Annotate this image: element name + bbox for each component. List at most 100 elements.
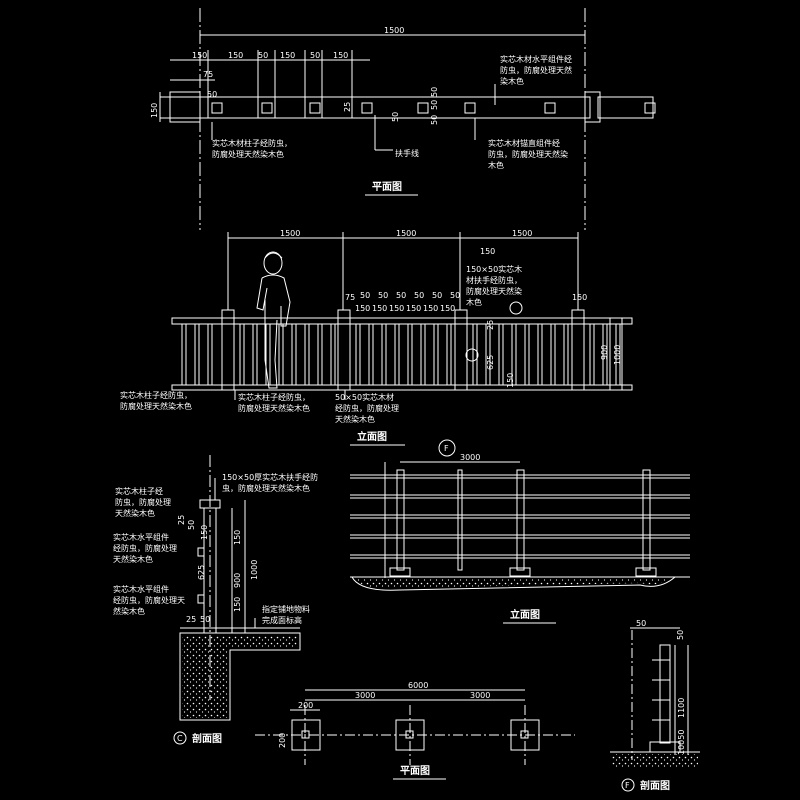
dim-50b: 50 [200,615,210,624]
section-view-f: 50 50 1100 10050 F 剖面图 [610,619,700,792]
gap-dim: 150 [355,304,370,313]
plan-view-top: 1500 150 150 50 150 50 150 75 50 [150,8,656,230]
gap-dim: 150 [440,304,455,313]
dim-50a: 50 [636,619,646,628]
picket [472,323,478,386]
post [396,469,405,571]
picket [485,323,491,386]
note-handrail: 150×50厚实芯木扶手经防虫，防腐处理天然染木色 [222,472,318,493]
picket-square [464,102,476,114]
slat-dim: 50 [450,291,460,300]
post-section [659,644,671,744]
dim-25a: 25 [177,515,186,525]
marker-f-letter: F [444,444,449,453]
dim-150a: 150 [233,530,242,545]
dim-3000: 3000 [460,453,480,462]
picket [407,323,413,386]
dim-900: 900 [233,573,242,588]
picket [433,323,439,386]
picket-square [309,102,321,114]
dim-v2: 50 [430,100,439,110]
picket-square [417,102,429,114]
note-post: 实芯木柱子经防虫，防腐处理天然染木色 [115,486,171,518]
note-horizontal-member: 实芯木材水平组件经防虫，防腐处理天然染木色 [500,54,572,86]
dim-top-75: 75 [345,293,355,302]
plan-view-bottom: 6000 3000 3000 200 200 平面图 [255,681,575,780]
picket [381,323,387,386]
picket [252,323,258,386]
dim-h150: 150 [506,373,515,388]
dim-625: 625 [197,565,206,580]
dim-h625: 625 [486,355,495,370]
dim-b150: 150 [572,293,587,302]
footing [509,567,531,577]
post [337,309,351,391]
rail-section [197,547,205,557]
marker-f-circle [438,439,456,457]
dim-c: 50 [258,51,268,60]
dim-200h: 200 [278,733,287,748]
picket [394,323,400,386]
post-plan [520,730,529,739]
dim-total: 1500 [384,26,404,35]
dim-25b: 25 [186,615,196,624]
picket [194,323,200,386]
pickets-group [181,323,621,386]
picket [615,323,621,386]
footing-plan [395,719,425,751]
dim-1100: 1100 [677,698,686,718]
dim-50b: 50 [676,630,685,640]
dim-v4: 50 [391,112,400,122]
ground-outline [351,576,676,591]
section-marker-top [509,301,523,315]
dim-3000a: 3000 [355,691,375,700]
note-rail-1: 实芯木水平组件经防虫，防腐处理天然染木色 [113,532,177,564]
note-paving: 指定铺地物料完成面标高 [262,604,310,625]
post [642,469,651,571]
ground-fill [356,579,670,589]
elevation-view-top: 1500 1500 1500 150 75 50 50 50 50 50 [120,229,633,446]
dim-span1: 1500 [280,229,300,238]
picket [589,323,595,386]
picket [239,323,245,386]
picket [265,323,271,386]
section-marker-c [173,731,187,745]
dim-3000b: 3000 [470,691,490,700]
dim-h25: 25 [486,320,495,330]
dim-150b: 150 [200,525,209,540]
picket [511,323,517,386]
picket [304,323,310,386]
slat-dim: 50 [360,291,370,300]
dim-span3: 1500 [512,229,532,238]
foundation-outline [179,632,301,721]
gap-dim: 150 [423,304,438,313]
note-rail: 50×50实芯木材经防虫，防腐处理天然染木色 [335,392,399,424]
footing-plan [291,719,321,751]
dim-d: 150 [280,51,295,60]
slat-dim: 50 [378,291,388,300]
dim-v6: 25 [343,102,352,112]
rail-section [197,594,205,604]
picket [420,323,426,386]
elevation-view-f: F 3000 立面图 [350,439,690,624]
picket [550,323,556,386]
picket-square [361,102,373,114]
picket [524,323,530,386]
gap-dim: 150 [389,304,404,313]
note-post: 实芯木材柱子经防虫，防腐处理天然染木色 [212,138,292,159]
dim-h1000: 1000 [613,345,622,365]
dim-50: 50 [187,520,196,530]
elevation-top-title: 立面图 [357,430,387,443]
elevation-f-title: 立面图 [510,608,540,621]
horizontal-member [159,96,591,119]
picket [446,323,452,386]
section-marker-mid [465,348,479,362]
dim-e: 50 [310,51,320,60]
gap-dim: 150 [406,304,421,313]
dim-v7: 50 [430,87,439,97]
picket-square [211,102,223,114]
slat-dim: 50 [432,291,442,300]
post [571,309,585,391]
post-right [584,91,601,123]
picket [278,323,284,386]
